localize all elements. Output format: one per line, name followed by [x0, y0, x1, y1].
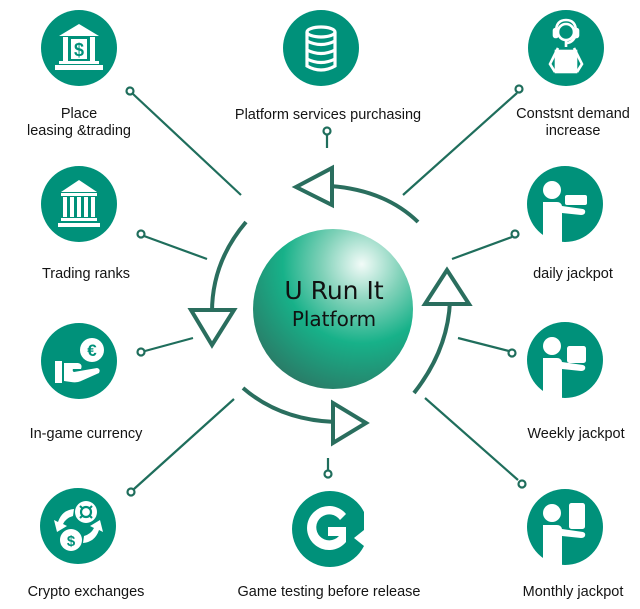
label-daily-jackpot: daily jackpot — [533, 266, 613, 283]
arrowhead-left — [187, 308, 238, 349]
connector-monthly-jackpot — [424, 397, 519, 481]
connector-dot-game-testing — [323, 469, 333, 479]
label-platform-services: Platform services purchasing — [235, 107, 421, 124]
label-line: Weekly jackpot — [527, 426, 625, 442]
person-giving-tall-box-icon — [543, 503, 586, 565]
connector-weekly-jackpot — [457, 336, 510, 353]
svg-text:€: € — [87, 341, 97, 360]
label-line: Monthly jackpot — [522, 584, 624, 600]
cycle-arc-top — [329, 184, 420, 224]
label-game-testing: Game testing before release — [238, 584, 421, 601]
node-game-testing — [284, 484, 374, 574]
label-crypto-exchanges: Crypto exchanges — [28, 584, 145, 601]
connector-constant-demand — [402, 92, 518, 196]
node-crypto-exchanges: $ — [40, 488, 116, 564]
connector-dot-crypto-exchanges — [126, 487, 136, 497]
label-trading-ranks: Trading ranks — [42, 266, 130, 283]
label-line: In-game currency — [29, 426, 143, 442]
connector-dot-in-game-currency — [136, 347, 146, 357]
label-line: Game testing before release — [237, 584, 421, 600]
label-line: Place — [60, 106, 98, 122]
bank-columns-icon — [58, 180, 100, 227]
hand-euro-coin-icon: € — [55, 338, 104, 383]
node-badge — [527, 166, 603, 242]
center-title-sub: Platform — [291, 307, 377, 331]
connector-dot-platform-services — [322, 126, 332, 136]
label-line: leasing &trading — [27, 123, 131, 139]
headset-operator-icon — [548, 18, 584, 74]
label-weekly-jackpot: Weekly jackpot — [527, 426, 624, 443]
connector-daily-jackpot — [451, 235, 513, 261]
label-line: increase — [545, 123, 601, 139]
node-place-leasing: $ — [41, 10, 117, 86]
connector-dot-monthly-jackpot — [517, 479, 527, 489]
node-badge — [527, 322, 603, 398]
label-constant-demand: Constsnt demand increase — [516, 106, 630, 140]
connector-dot-trading-ranks — [136, 229, 146, 239]
connector-dot-place-leasing — [125, 86, 135, 96]
cycle-arc-left — [210, 220, 248, 313]
label-line: Platform services purchasing — [234, 107, 422, 123]
connector-trading-ranks — [143, 234, 208, 261]
node-weekly-jackpot — [527, 322, 603, 398]
arrowhead-top — [291, 164, 334, 209]
connector-dot-constant-demand — [514, 84, 524, 94]
center-title: U Run It Platform — [264, 276, 404, 332]
connector-dot-daily-jackpot — [510, 229, 520, 239]
bank-dollar-icon: $ — [55, 24, 103, 70]
arrowhead-right — [421, 266, 473, 306]
database-icon — [305, 25, 337, 72]
svg-text:$: $ — [67, 533, 76, 550]
cycle-arc-bottom — [241, 386, 336, 424]
center-sphere — [253, 229, 413, 389]
node-badge — [528, 10, 604, 86]
connector-dot-weekly-jackpot — [507, 348, 517, 358]
arrowhead-bottom — [331, 399, 370, 447]
node-constant-demand — [528, 10, 604, 86]
node-badge — [283, 10, 359, 86]
connector-in-game-currency — [144, 336, 194, 353]
node-monthly-jackpot — [527, 489, 603, 565]
label-line: Constsnt demand — [516, 106, 630, 122]
connector-crypto-exchanges — [133, 398, 235, 490]
node-badge — [40, 488, 116, 564]
label-monthly-jackpot: Monthly jackpot — [523, 584, 624, 601]
node-daily-jackpot — [527, 166, 603, 242]
node-trading-ranks — [41, 166, 117, 242]
node-in-game-currency: € — [41, 323, 117, 399]
person-giving-flat-box-icon — [543, 181, 587, 242]
node-platform-services — [283, 10, 359, 86]
cycle-arc-right — [412, 300, 452, 395]
svg-text:$: $ — [74, 40, 84, 60]
node-badge — [527, 489, 603, 565]
label-line: Crypto exchanges — [27, 584, 145, 600]
node-badge — [41, 323, 117, 399]
currency-exchange-icon: $ — [54, 501, 103, 551]
person-giving-box-icon — [543, 337, 586, 398]
label-place-leasing: Place leasing &trading — [27, 106, 131, 140]
label-in-game-currency: In-game currency — [30, 426, 143, 443]
label-line: Trading ranks — [41, 266, 131, 282]
center-title-main: U Run It — [284, 276, 384, 305]
connector-place-leasing — [132, 93, 242, 196]
g-letter-icon — [292, 491, 364, 567]
label-line: daily jackpot — [533, 266, 613, 282]
